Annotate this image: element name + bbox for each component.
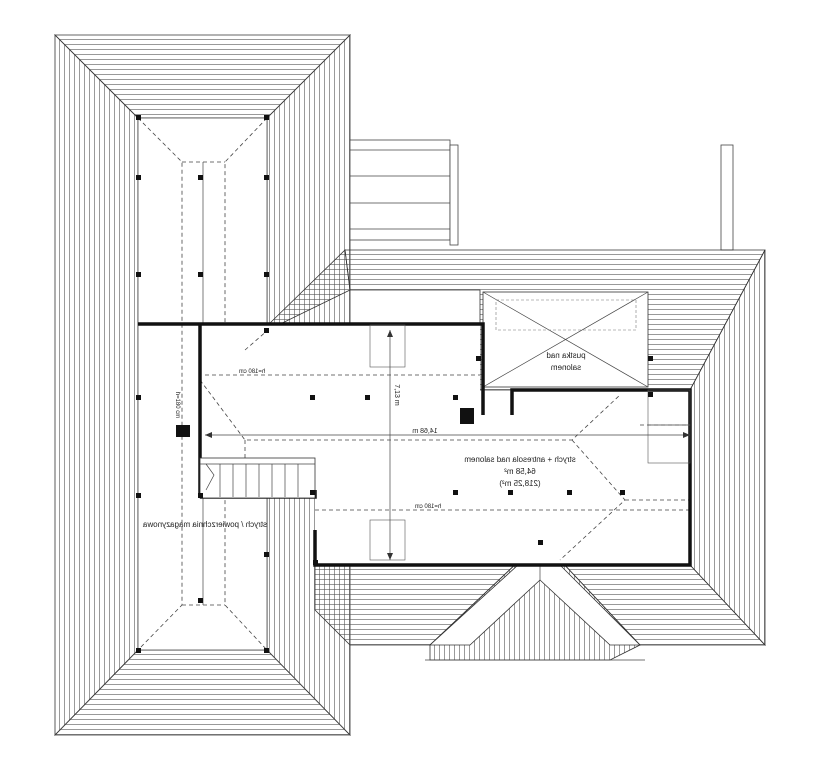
attic-label-line1: strych + antresola nad salonem: [464, 455, 576, 464]
void-label-line2: salonem: [551, 363, 582, 372]
dimensions: [205, 324, 691, 561]
storage-label: strych / powierzchnia magazynowa: [142, 520, 267, 529]
ceiling-height-left-label: h=180 cm: [174, 392, 180, 419]
svg-text:strych / powierzchnia magazyno: strych / powierzchnia magazynowa: [142, 520, 267, 529]
roof-posts: [136, 115, 653, 653]
svg-text:h=180 cm: h=180 cm: [239, 369, 266, 375]
height-dimension-label: 7,13 m: [393, 384, 400, 406]
attic-label-line3: (218,25 m²): [499, 479, 541, 488]
svg-text:h=180 cm: h=180 cm: [174, 392, 180, 419]
void-label: pustka nad salonem: [546, 351, 585, 372]
chimney: [720, 144, 734, 251]
width-dimension-label: 14,68 m: [412, 428, 437, 435]
staircase: [199, 457, 316, 499]
svg-text:h=180 cm: h=180 cm: [415, 504, 442, 510]
ceiling-height-top-label: h=180 cm: [239, 369, 266, 375]
svg-text:7,13 m: 7,13 m: [393, 384, 400, 406]
attic-label-line2: 64,58 m²: [504, 467, 536, 476]
main-roof: [199, 249, 766, 661]
pergola: [349, 139, 459, 246]
attic-label: strych + antresola nad salonem 64,58 m² …: [464, 455, 576, 488]
left-wing-west-slope: [54, 34, 139, 736]
main-attic-floor: [200, 325, 690, 565]
ceiling-height-bottom-label: h=180 cm: [415, 504, 442, 510]
svg-text:14,68 m: 14,68 m: [412, 428, 437, 435]
void-label-line1: pustka nad: [546, 351, 585, 360]
